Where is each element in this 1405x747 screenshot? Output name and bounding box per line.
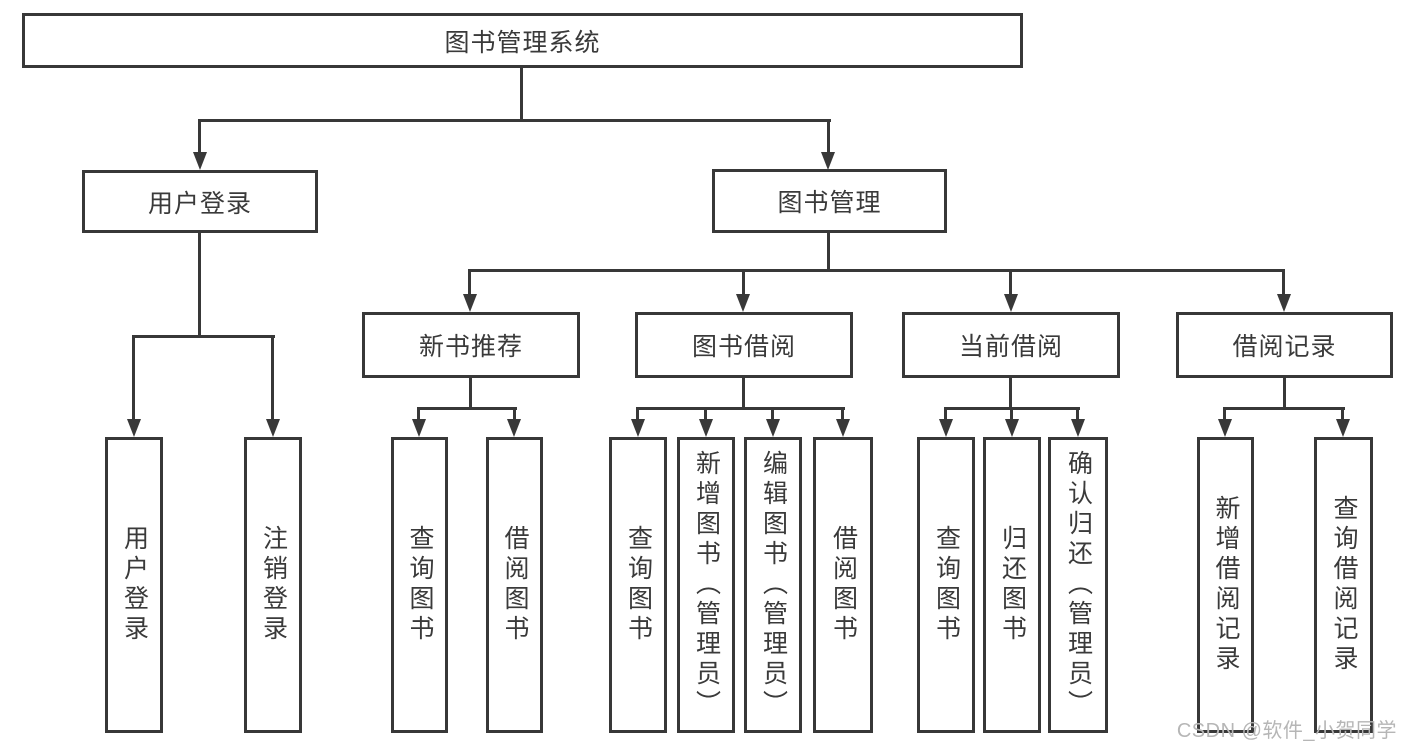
connector-records-stem-1 xyxy=(1223,407,1226,421)
connector-bookmgmt-hline xyxy=(468,269,1285,272)
leaf-records-add-label: 新增借阅记录 xyxy=(1212,495,1240,675)
connector-records-hline xyxy=(1223,407,1345,410)
leaf-newbooks-query: 查询图书 xyxy=(391,437,448,733)
leaf-current-confirm: 确认归还（管理员） xyxy=(1048,437,1108,733)
leaf-user-login: 用户登录 xyxy=(105,437,163,733)
leaf-borrow-add-label: 新增图书（管理员） xyxy=(692,450,721,720)
node-user-login-label: 用户登录 xyxy=(147,189,252,218)
connector-bookmgmt-stem-2 xyxy=(742,269,745,296)
node-current-borrow: 当前借阅 xyxy=(902,312,1120,378)
connector-newbooks-stem-2 xyxy=(513,407,516,421)
leaf-logout: 注销登录 xyxy=(244,437,302,733)
node-book-borrow: 图书借阅 xyxy=(635,312,853,378)
connector-newbooks-stem-1 xyxy=(417,407,420,421)
connector-currentborrow-vline xyxy=(1009,378,1012,410)
arrowhead-nb-query-icon xyxy=(412,419,426,437)
node-new-books: 新书推荐 xyxy=(362,312,580,378)
node-root-label: 图书管理系统 xyxy=(444,28,601,57)
arrowhead-current-borrow-icon xyxy=(1004,294,1018,312)
leaf-records-query-label: 查询借阅记录 xyxy=(1330,495,1358,675)
leaf-current-return: 归还图书 xyxy=(983,437,1041,733)
connector-bookborrow-stem-2 xyxy=(704,407,707,421)
connector-bookborrow-stem-3 xyxy=(771,407,774,421)
node-borrow-records: 借阅记录 xyxy=(1176,312,1393,378)
leaf-user-login-label: 用户登录 xyxy=(120,525,149,645)
connector-userlogin-hline xyxy=(132,335,275,338)
leaf-borrow-query: 查询图书 xyxy=(609,437,667,733)
connector-bookborrow-stem-1 xyxy=(636,407,639,421)
node-current-borrow-label: 当前借阅 xyxy=(958,333,1063,361)
node-root: 图书管理系统 xyxy=(22,13,1023,68)
connector-newbooks-hline xyxy=(417,407,517,410)
leaf-current-query-label: 查询图书 xyxy=(932,525,961,645)
connector-newbooks-vline xyxy=(469,378,472,410)
connector-root-vline xyxy=(520,68,523,122)
arrowhead-book-borrow-icon xyxy=(736,294,750,312)
leaf-borrow-edit: 编辑图书（管理员） xyxy=(744,437,802,733)
arrowhead-nb-borrow-icon xyxy=(507,419,521,437)
arrowhead-cb-query-icon xyxy=(939,419,953,437)
leaf-records-query: 查询借阅记录 xyxy=(1314,437,1373,733)
leaf-logout-label: 注销登录 xyxy=(259,525,288,645)
node-book-mgmt: 图书管理 xyxy=(712,169,947,233)
arrowhead-bb-query-icon xyxy=(631,419,645,437)
connector-root-hline xyxy=(198,119,831,122)
arrowhead-leaf-logout-icon xyxy=(266,419,280,437)
connector-userlogin-stem-1 xyxy=(132,335,135,421)
arrowhead-cb-return-icon xyxy=(1005,419,1019,437)
connector-bookmgmt-stem-4 xyxy=(1282,269,1285,296)
node-user-login: 用户登录 xyxy=(82,170,318,233)
arrowhead-leaf-user-login-icon xyxy=(127,419,141,437)
leaf-newbooks-query-label: 查询图书 xyxy=(406,525,434,645)
leaf-records-add: 新增借阅记录 xyxy=(1197,437,1254,733)
connector-currentborrow-stem-3 xyxy=(1076,407,1079,421)
node-book-borrow-label: 图书借阅 xyxy=(691,333,796,361)
connector-userlogin-vline xyxy=(198,233,201,338)
connector-bookmgmt-vline xyxy=(827,233,830,272)
leaf-borrow-borrow-label: 借阅图书 xyxy=(829,525,858,645)
leaf-current-return-label: 归还图书 xyxy=(998,525,1027,645)
arrowhead-book-mgmt-icon xyxy=(821,152,835,170)
connector-root-stem-right xyxy=(827,119,830,154)
connector-currentborrow-stem-1 xyxy=(944,407,947,421)
connector-records-vline xyxy=(1283,378,1286,410)
leaf-newbooks-borrow-label: 借阅图书 xyxy=(501,525,529,645)
connector-currentborrow-stem-2 xyxy=(1010,407,1013,421)
connector-bookborrow-hline xyxy=(636,407,845,410)
connector-bookmgmt-stem-1 xyxy=(468,269,471,296)
leaf-current-confirm-label: 确认归还（管理员） xyxy=(1064,450,1093,720)
arrowhead-rec-query-icon xyxy=(1336,419,1350,437)
connector-userlogin-stem-2 xyxy=(271,335,274,421)
arrowhead-bb-add-icon xyxy=(699,419,713,437)
arrowhead-new-books-icon xyxy=(463,294,477,312)
arrowhead-bb-edit-icon xyxy=(766,419,780,437)
arrowhead-rec-add-icon xyxy=(1218,419,1232,437)
connector-records-stem-2 xyxy=(1341,407,1344,421)
arrowhead-borrow-records-icon xyxy=(1277,294,1291,312)
leaf-newbooks-borrow: 借阅图书 xyxy=(486,437,543,733)
node-book-mgmt-label: 图书管理 xyxy=(777,189,882,217)
connector-bookborrow-vline xyxy=(742,378,745,410)
arrowhead-cb-confirm-icon xyxy=(1071,419,1085,437)
leaf-borrow-add: 新增图书（管理员） xyxy=(677,437,735,733)
node-new-books-label: 新书推荐 xyxy=(418,333,523,361)
connector-bookmgmt-stem-3 xyxy=(1009,269,1012,296)
leaf-current-query: 查询图书 xyxy=(917,437,975,733)
arrowhead-user-login-icon xyxy=(193,152,207,170)
arrowhead-bb-borrow-icon xyxy=(836,419,850,437)
connector-bookborrow-stem-4 xyxy=(841,407,844,421)
leaf-borrow-query-label: 查询图书 xyxy=(624,525,653,645)
connector-root-stem-left xyxy=(198,119,201,154)
node-borrow-records-label: 借阅记录 xyxy=(1232,333,1337,361)
csdn-watermark: CSDN @软件_小贺同学 xyxy=(1176,720,1397,742)
leaf-borrow-borrow: 借阅图书 xyxy=(813,437,873,733)
leaf-borrow-edit-label: 编辑图书（管理员） xyxy=(759,450,788,720)
